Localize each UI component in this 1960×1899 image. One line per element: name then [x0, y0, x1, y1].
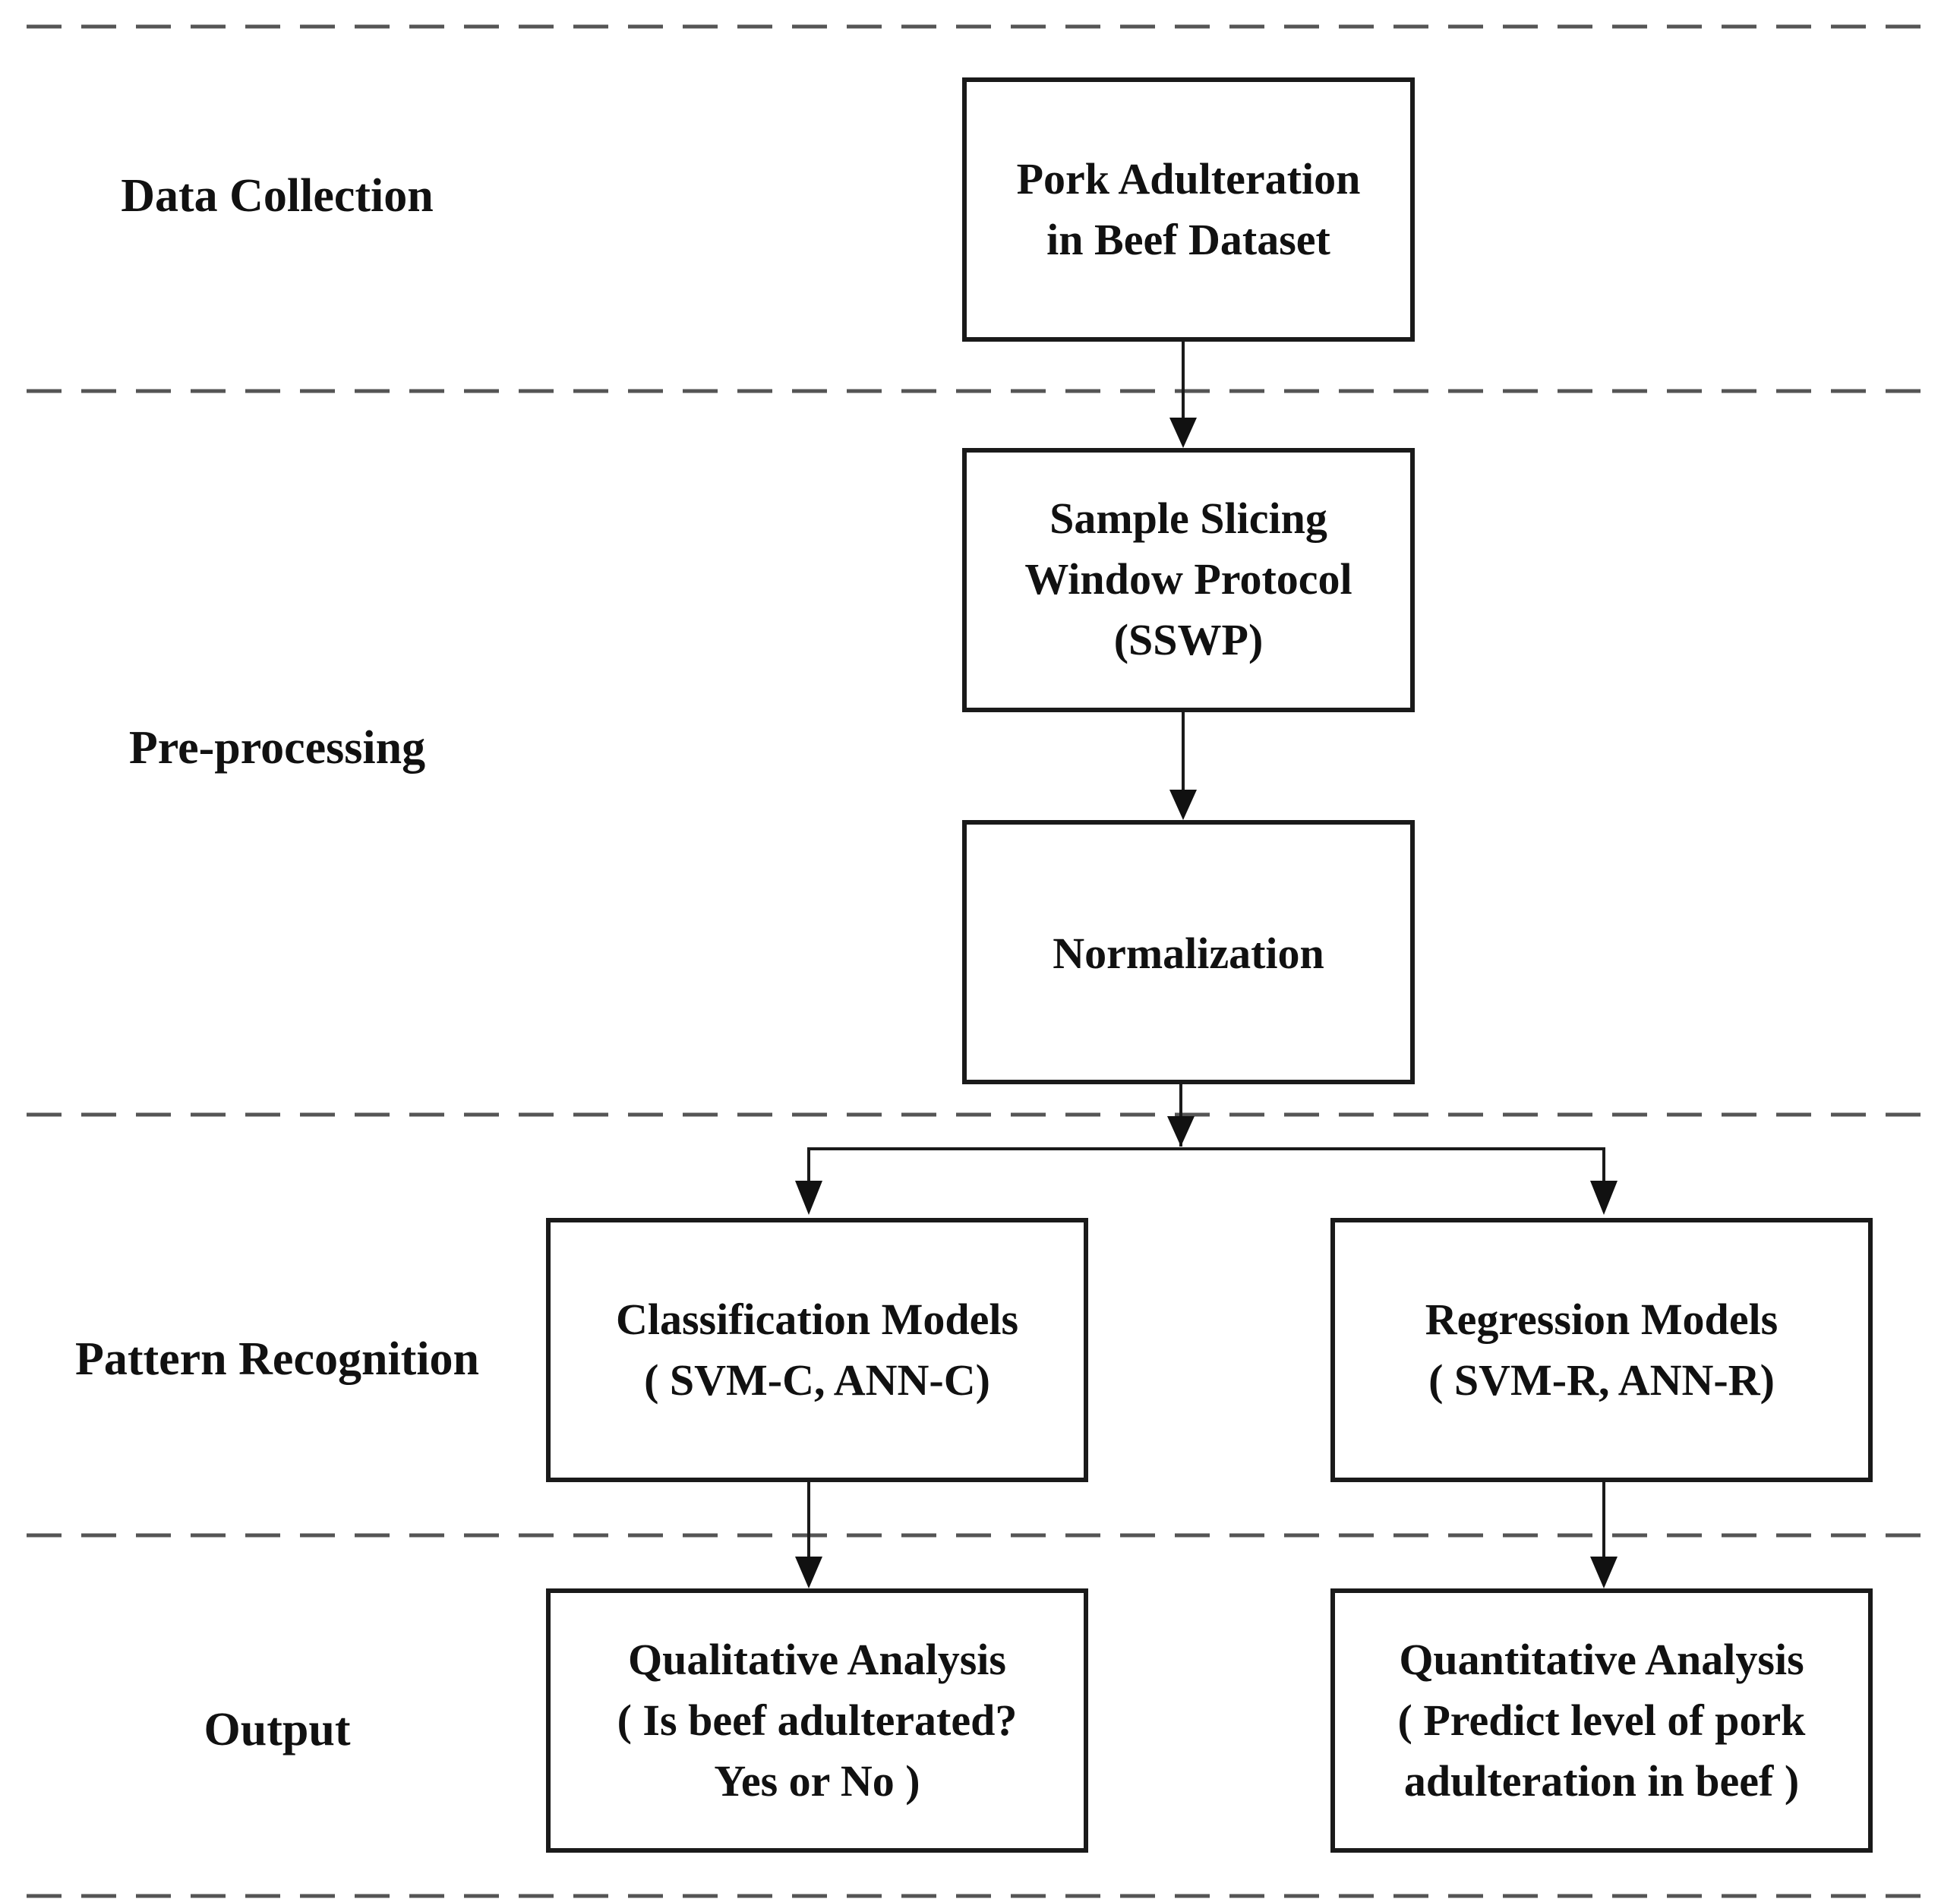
arrowhead-regression [1590, 1181, 1618, 1215]
stage-label-pre-processing: Pre-processing [129, 722, 425, 774]
qualitative-label-line3: Yes or No ) [714, 1756, 920, 1806]
arrowhead-normalization [1169, 790, 1197, 820]
qualitative-label-line2: ( Is beef adulterated? [617, 1696, 1018, 1745]
qualitative-box: Qualitative Analysis ( Is beef adulterat… [546, 1588, 1088, 1853]
normalization-box: Normalization [962, 820, 1415, 1084]
qualitative-label-line1: Qualitative Analysis [628, 1635, 1006, 1684]
regression-label-line2: ( SVM-R, ANN-R) [1428, 1355, 1775, 1405]
dataset-label-line2: in Beef Dataset [1046, 215, 1330, 264]
regression-box: Regression Models ( SVM-R, ANN-R) [1330, 1218, 1873, 1482]
arrowhead-sswp [1169, 418, 1197, 448]
arrowhead-classification [795, 1181, 822, 1215]
quantitative-label-line2: ( Predict level of pork [1398, 1696, 1807, 1745]
classification-label-line1: Classification Models [616, 1295, 1018, 1344]
quantitative-label-line1: Quantitative Analysis [1399, 1635, 1804, 1684]
stage-label-pattern-recognition: Pattern Recognition [75, 1333, 479, 1385]
branch-line [807, 1147, 1605, 1181]
regression-label-line1: Regression Models [1425, 1295, 1779, 1344]
normalization-label: Normalization [1053, 929, 1324, 978]
stage-label-data-collection: Data Collection [121, 170, 434, 222]
sswp-label-line1: Sample Slicing [1049, 494, 1327, 543]
stage-label-output: Output [204, 1704, 351, 1755]
sswp-label-line3: (SSWP) [1114, 615, 1264, 664]
arrowhead-quantitative [1590, 1557, 1618, 1588]
classification-label-line2: ( SVM-C, ANN-C) [644, 1355, 990, 1405]
dataset-label-line1: Pork Adulteration [1017, 154, 1361, 203]
arrowhead-qualitative [795, 1557, 822, 1588]
sswp-label-line2: Window Protocol [1024, 554, 1352, 604]
dataset-box: Pork Adulteration in Beef Dataset [962, 77, 1415, 342]
classification-box: Classification Models ( SVM-C, ANN-C) [546, 1218, 1088, 1482]
arrowhead-branch-point [1167, 1116, 1195, 1147]
quantitative-box: Quantitative Analysis ( Predict level of… [1330, 1588, 1873, 1853]
sswp-box: Sample Slicing Window Protocol (SSWP) [962, 448, 1415, 712]
quantitative-label-line3: adulteration in beef ) [1404, 1756, 1799, 1806]
